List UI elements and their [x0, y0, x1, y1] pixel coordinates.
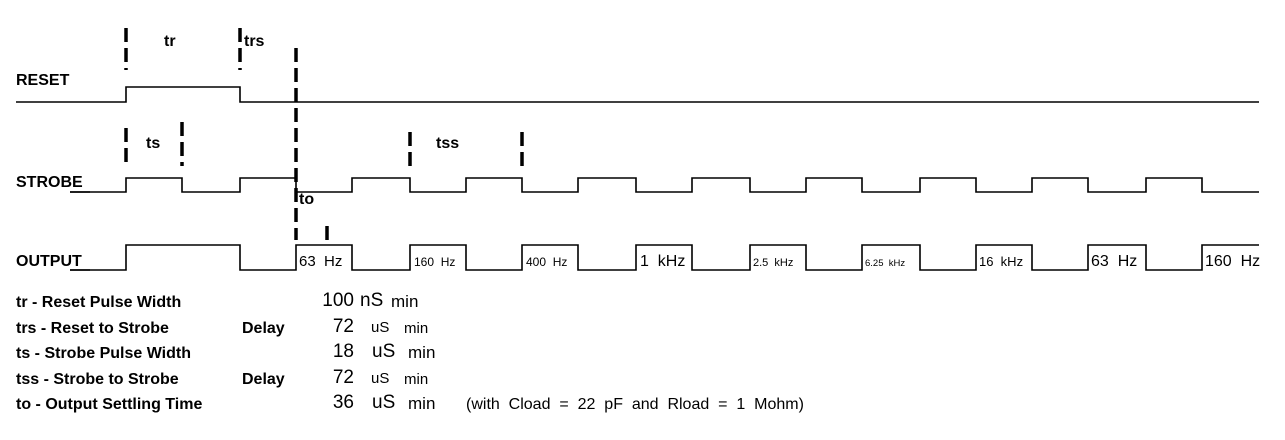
- freq-label: 160 Hz: [1205, 253, 1260, 270]
- legend-value: 100: [322, 290, 354, 311]
- legend-min: min: [408, 343, 436, 362]
- tss-label: tss: [436, 135, 459, 152]
- legend-value: 72: [332, 316, 354, 337]
- legend-unit: uS: [371, 319, 390, 336]
- output-waveform: [70, 244, 1259, 271]
- legend-value: 18: [332, 341, 354, 362]
- legend-min: min: [408, 394, 436, 413]
- freq-label: 16 kHz: [979, 254, 1023, 269]
- load-conditions-note: (with Cload = 22 pF and Rload = 1 Mohm): [466, 396, 804, 413]
- legend-min: min: [404, 371, 429, 388]
- freq-label: 6.25 kHz: [865, 258, 905, 269]
- legend-name: to - Output Settling Time: [16, 396, 203, 413]
- reset-signal-label: RESET: [16, 72, 70, 89]
- freq-label: 160 Hz: [414, 255, 455, 269]
- legend-delay: Delay: [242, 320, 285, 337]
- output-signal-label: OUTPUT: [16, 253, 82, 270]
- legend-delay: Delay: [242, 371, 285, 388]
- legend-unit: uS: [372, 341, 396, 362]
- legend-unit: uS: [372, 392, 396, 413]
- to-label: to: [299, 191, 314, 208]
- freq-label: 63 Hz: [1091, 253, 1137, 270]
- legend-min: min: [404, 320, 429, 337]
- tr-label: tr: [164, 33, 176, 50]
- timing-diagram: RESET STROBE OUTPUT tr trs ts tss to 63 …: [16, 28, 1260, 271]
- strobe-waveform: [70, 177, 1259, 193]
- freq-label: 63 Hz: [299, 253, 342, 270]
- legend-name: trs - Reset to Strobe: [16, 320, 169, 337]
- strobe-signal-label: STROBE: [16, 174, 83, 191]
- timing-markers: [124, 28, 524, 242]
- legend-value: 36: [332, 392, 354, 413]
- freq-label: 1 kHz: [640, 253, 685, 270]
- frequency-labels: 63 Hz 160 Hz 400 Hz 1 kHz 2.5 kHz 6.25 k…: [299, 253, 1260, 270]
- reset-waveform: [16, 86, 1259, 103]
- legend-name: tr - Reset Pulse Width: [16, 294, 182, 311]
- legend-name: ts - Strobe Pulse Width: [16, 345, 191, 362]
- legend-name: tss - Strobe to Strobe: [16, 371, 179, 388]
- freq-label: 400 Hz: [526, 255, 567, 269]
- trs-label: trs: [244, 33, 265, 50]
- legend-min: min: [391, 292, 419, 311]
- legend-unit: uS: [371, 370, 390, 387]
- legend-value: 72: [332, 367, 354, 388]
- ts-label: ts: [146, 135, 160, 152]
- freq-label: 2.5 kHz: [753, 257, 793, 269]
- legend-unit: nS: [360, 290, 384, 311]
